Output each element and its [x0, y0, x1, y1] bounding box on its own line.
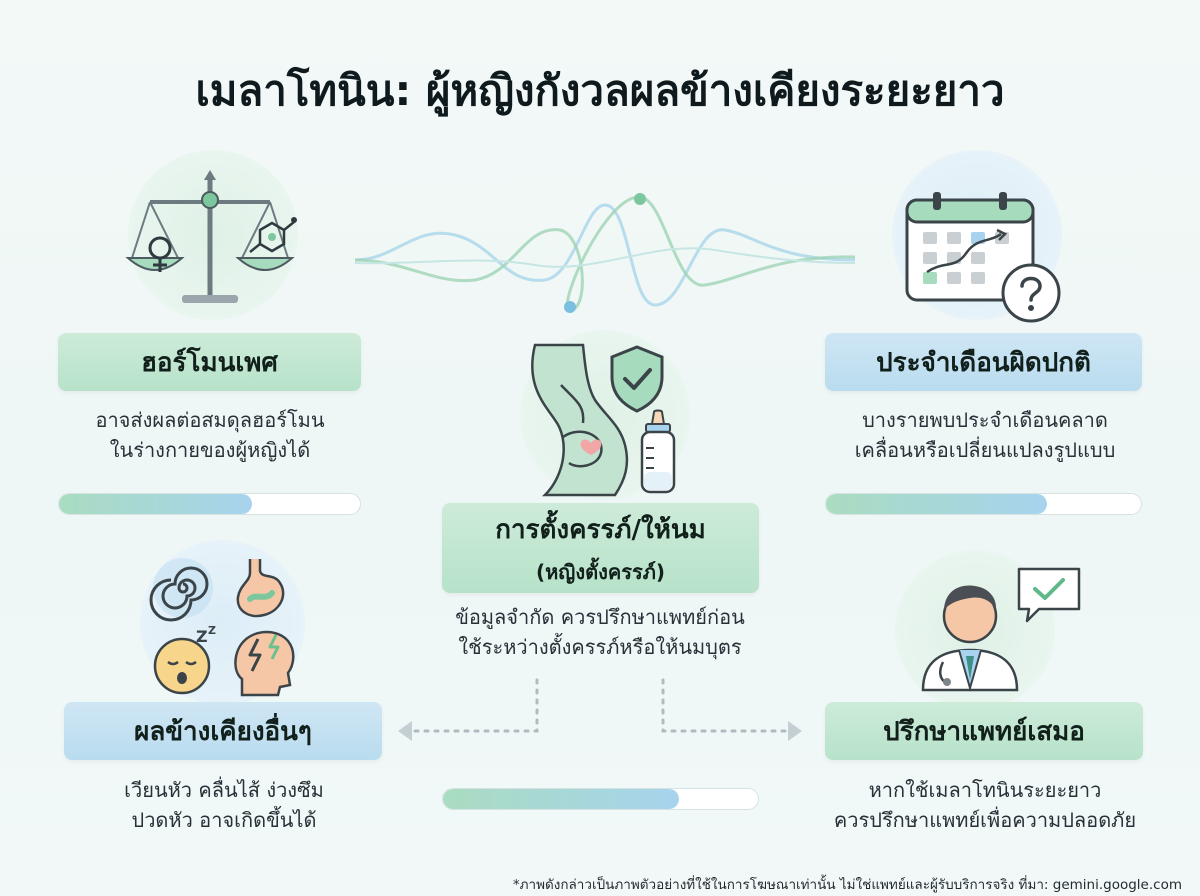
right-connector-arrow: [661, 678, 802, 741]
other-description: เวียนหัว คลื่นไส้ ง่วงซึม ปวดหัว อาจเกิด…: [44, 775, 404, 835]
female-symbol-icon: [148, 236, 172, 272]
pregnancy-desc-line2: ใช้ระหว่างตั้งครรภ์หรือให้นมบุตร: [458, 635, 742, 659]
sleepy-face-icon: Z Z: [153, 624, 216, 695]
scale-icon: [125, 170, 295, 303]
shield-check-icon: [610, 345, 664, 413]
pregnancy-label: การตั้งครรภ์/ให้นม (หญิงตั้งครรภ์): [442, 503, 759, 593]
hormone-progress-bar: [58, 493, 361, 515]
doctor-label-text: ปรึกษาแพทย์เสมอ: [883, 716, 1085, 747]
wave-icon: [354, 193, 856, 313]
page-title: เมลาโทนิน: ผู้หญิงกังวลผลข้างเคียงระยะยา…: [195, 66, 1005, 115]
stomach-icon: [236, 559, 285, 618]
spiral-icon: [149, 558, 213, 622]
svg-text:Z: Z: [208, 624, 216, 637]
hormone-progress-fill: [59, 494, 252, 514]
period-progress-bar: [825, 493, 1142, 515]
period-desc-line2: เคลื่อนหรือเปลี่ยนแปลงรูปแบบ: [854, 438, 1116, 462]
pregnancy-progress-fill: [443, 789, 680, 809]
period-desc-line1: บางรายพบประจำเดือนคลาด: [862, 408, 1108, 432]
other-label: ผลข้างเคียงอื่นๆ: [64, 702, 382, 760]
period-description: บางรายพบประจำเดือนคลาด เคลื่อนหรือเปลี่ย…: [810, 405, 1160, 465]
pregnancy-description: ข้อมูลจำกัด ควรปรึกษาแพทย์ก่อน ใช้ระหว่า…: [420, 602, 780, 662]
other-desc-line1: เวียนหัว คลื่นไส้ ง่วงซึม: [124, 778, 324, 802]
pregnancy-label-text: การตั้งครรภ์/ให้นม: [495, 514, 706, 545]
svg-text:Z: Z: [196, 627, 208, 646]
hormone-label-text: ฮอร์โมนเพศ: [141, 347, 278, 378]
period-progress-fill: [826, 494, 1047, 514]
molecule-icon: [249, 217, 297, 253]
doctor-icon: [921, 585, 1019, 692]
other-label-text: ผลข้างเคียงอื่นๆ: [134, 716, 312, 747]
period-label-text: ประจำเดือนผิดปกติ: [876, 347, 1091, 378]
hormone-desc-line1: อาจส่งผลต่อสมดุลฮอร์โมน: [95, 408, 325, 432]
calendar-icon: [905, 192, 1035, 302]
footer-disclaimer: *ภาพดังกล่าวเป็นภาพตัวอย่างที่ใช้ในการโฆ…: [512, 877, 1182, 893]
pregnancy-progress-bar: [442, 788, 759, 810]
doctor-label: ปรึกษาแพทย์เสมอ: [825, 702, 1143, 760]
hormone-label: ฮอร์โมนเพศ: [58, 333, 361, 391]
doctor-desc-line1: หากใช้เมลาโทนินระยะยาว: [868, 778, 1102, 802]
headache-icon: [234, 630, 295, 697]
hormone-desc-line2: ในร่างกายของผู้หญิงได้: [109, 438, 311, 462]
left-connector-arrow: [398, 678, 539, 741]
baby-bottle-icon: [640, 409, 676, 494]
chat-check-icon: [1017, 567, 1081, 623]
other-desc-line2: ปวดหัว อาจเกิดขึ้นได้: [131, 808, 317, 832]
pregnancy-desc-line1: ข้อมูลจำกัด ควรปรึกษาแพทย์ก่อน: [455, 605, 745, 629]
hormone-description: อาจส่งผลต่อสมดุลฮอร์โมน ในร่างกายของผู้ห…: [40, 405, 380, 465]
pregnant-woman-icon: [531, 343, 629, 497]
doctor-desc-line2: ควรปรึกษาแพทย์เพื่อความปลอดภัย: [833, 808, 1137, 832]
doctor-description: หากใช้เมลาโทนินระยะยาว ควรปรึกษาแพทย์เพื…: [800, 775, 1170, 835]
pregnancy-sublabel-text: (หญิงตั้งครรภ์): [535, 559, 666, 584]
question-icon: [1001, 263, 1061, 323]
period-label: ประจำเดือนผิดปกติ: [825, 333, 1142, 391]
